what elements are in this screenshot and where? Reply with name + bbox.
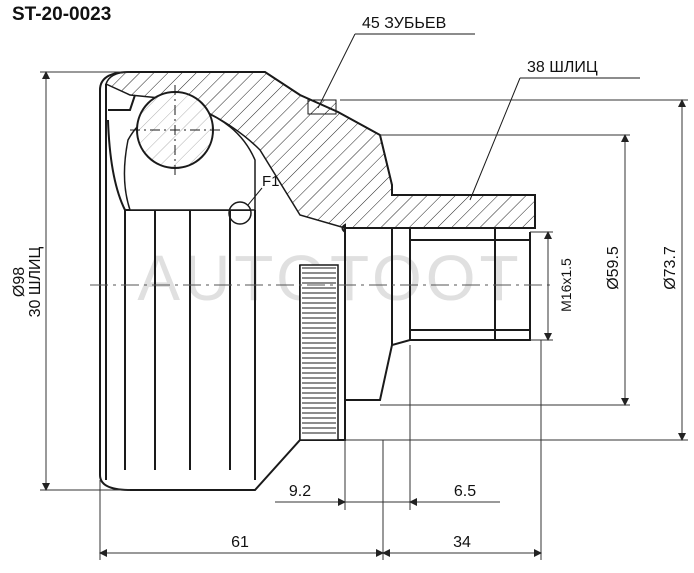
dim-9-2: 9.2 bbox=[289, 483, 311, 500]
dim-d59-5: Ø59.5 bbox=[605, 246, 622, 290]
abs-tooth-ring bbox=[299, 264, 339, 441]
f1-label: F1 bbox=[262, 173, 280, 190]
dim-outer-diameter: Ø98 bbox=[11, 267, 28, 297]
housing-outline bbox=[99, 71, 536, 491]
dim-6-5: 6.5 bbox=[454, 483, 476, 500]
dim-34: 34 bbox=[453, 534, 471, 551]
dim-thread: M16x1.5 bbox=[558, 258, 574, 312]
teeth-callout-text: 45 ЗУБЬЕВ bbox=[362, 15, 446, 32]
ball-element bbox=[130, 85, 220, 175]
splines-callout-text: 38 ШЛИЦ bbox=[527, 59, 598, 76]
dim-inner-splines: 30 ШЛИЦ bbox=[27, 246, 44, 317]
dim-d73-7: Ø73.7 bbox=[662, 246, 679, 290]
f1-detail-circle bbox=[228, 201, 252, 225]
part-number-title: ST-20-0023 bbox=[12, 4, 112, 25]
splines-callout bbox=[469, 77, 640, 201]
dim-61: 61 bbox=[231, 534, 249, 551]
dimension-lines bbox=[40, 71, 688, 560]
teeth-callout bbox=[307, 33, 475, 115]
